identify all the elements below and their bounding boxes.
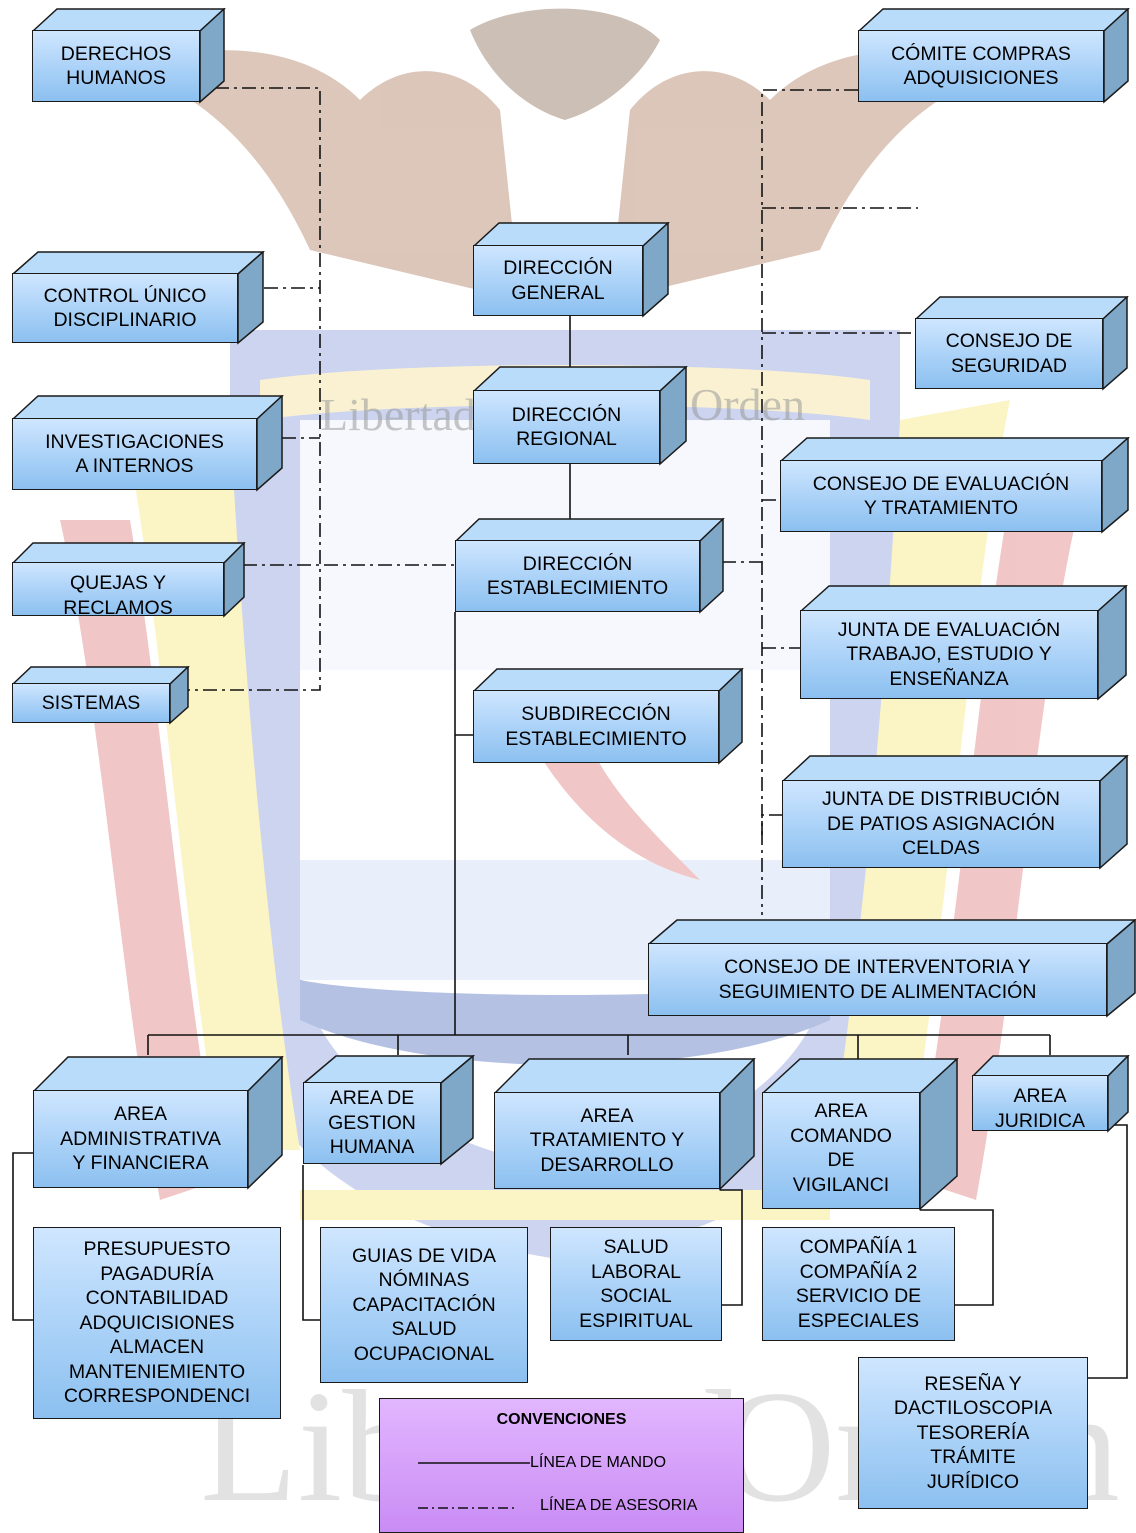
box-direccion-regional: DIRECCIÓN REGIONAL [473,390,660,464]
line-trat-sub [720,1189,743,1306]
box-sub-administrativa-label: PRESUPUESTO PAGADURÍA CONTABILIDAD ADQUI… [63,1238,251,1408]
line-juridica-sub [1088,1124,1128,1379]
box-area-administrativa-label: AREA ADMINISTRATIVA Y FINANCIERA [60,1103,221,1175]
box-sub-gestion: GUIAS DE VIDA NÓMINAS CAPACITACIÓN SALUD… [320,1227,528,1383]
box-sub-tratamiento: SALUD LABORAL SOCIAL ESPIRITUAL [550,1227,722,1341]
box-area-juridica: AREA JURIDICA [972,1075,1108,1131]
box-sub-administrativa: PRESUPUESTO PAGADURÍA CONTABILIDAD ADQUI… [33,1227,281,1419]
box-area-gestion-humana-label: AREA DE GESTION HUMANA [328,1087,416,1159]
box-direccion-establecimiento: DIRECCIÓN ESTABLECIMIENTO [455,540,700,612]
box-subdireccion-label: SUBDIRECCIÓN ESTABLECIMIENTO [505,703,687,750]
box-investigaciones: INVESTIGACIONES A INTERNOS [12,418,257,490]
box-comite-compras: CÓMITE COMPRAS ADQUISICIONES [858,30,1104,102]
box-area-tratamiento: AREA TRATAMIENTO Y DESARROLLO [494,1092,720,1189]
box-direccion-establecimiento-label: DIRECCIÓN ESTABLECIMIENTO [486,552,669,600]
box-quejas-reclamos-depth [12,542,246,618]
box-sub-comando: COMPAÑÍA 1 COMPAÑÍA 2 SERVICIO DE ESPECI… [762,1227,955,1341]
box-sub-tratamiento-label: SALUD LABORAL SOCIAL ESPIRITUAL [579,1236,693,1332]
line-advisory-right [761,89,858,915]
box-direccion-general-label: DIRECCIÓN GENERAL [503,257,613,304]
ribbon-text-left: Libertad [320,389,476,440]
line-advisory-left [188,87,321,691]
box-control-unico-label: CONTROL ÚNICO DISCIPLINARIO [43,284,207,332]
box-investigaciones-depth [12,395,284,492]
box-investigaciones-label: INVESTIGACIONES A INTERNOS [45,430,224,478]
legend-panel: CONVENCIONES LÍNEA DE MANDO LÍNEA DE ASE… [379,1398,744,1533]
box-junta-evaluacion: JUNTA DE EVALUACIÓN TRABAJO, ESTUDIO Y E… [800,610,1098,699]
ribbon-text-right: Orden [690,379,805,430]
line-gestion-sub [302,1165,320,1321]
box-area-comando-depth [762,1058,959,1211]
box-quejas-reclamos-label: QUEJAS Y RECLAMOS [63,572,173,616]
legend-line-samples [418,1462,530,1509]
box-consejo-interventoria-label: CONSEJO DE INTERVENTORIA Y SEGUIMIENTO D… [718,956,1037,1003]
box-consejo-evaluacion: CONSEJO DE EVALUACIÓN Y TRATAMIENTO [780,460,1102,532]
box-control-unico: CONTROL ÚNICO DISCIPLINARIO [12,273,238,343]
box-derechos-humanos-label: DERECHOS HUMANOS [60,42,172,90]
box-junta-distribucion: JUNTA DE DISTRIBUCIÓN DE PATIOS ASIGNACI… [782,780,1100,868]
box-area-tratamiento-label: AREA TRATAMIENTO Y DESARROLLO [529,1104,685,1176]
line-comando-sub [920,1209,994,1306]
box-derechos-humanos: DERECHOS HUMANOS [32,30,200,102]
box-area-comando-label: AREA COMANDO DE VIGILANCI [790,1100,892,1196]
box-direccion-establecimiento-depth [455,518,725,614]
box-comite-compras-depth [858,8,1130,104]
box-consejo-interventoria: CONSEJO DE INTERVENTORIA Y SEGUIMIENTO D… [648,943,1107,1016]
box-sistemas-label: SISTEMAS [41,691,141,714]
box-consejo-evaluacion-label: CONSEJO DE EVALUACIÓN Y TRATAMIENTO [812,472,1070,520]
box-comite-compras-label: CÓMITE COMPRAS ADQUISICIONES [891,42,1071,90]
box-area-juridica-label: AREA JURIDICA [995,1085,1085,1131]
box-sub-comando-label: COMPAÑÍA 1 COMPAÑÍA 2 SERVICIO DE ESPECI… [795,1236,922,1332]
box-area-administrativa-depth [33,1056,284,1190]
box-direccion-regional-depth [473,366,688,466]
box-sistemas-depth [12,666,190,725]
legend-mando-label: LÍNEA DE MANDO [530,1454,667,1471]
box-subdireccion-depth [473,668,744,765]
box-junta-distribucion-depth [782,755,1129,870]
box-subdireccion: SUBDIRECCIÓN ESTABLECIMIENTO [473,690,719,763]
box-direccion-general: DIRECCIÓN GENERAL [473,245,643,316]
box-junta-evaluacion-label: JUNTA DE EVALUACIÓN TRABAJO, ESTUDIO Y E… [837,618,1061,690]
box-junta-distribucion-label: JUNTA DE DISTRIBUCIÓN DE PATIOS ASIGNACI… [822,788,1060,860]
box-consejo-evaluacion-depth [780,437,1130,534]
legend-title: CONVENCIONES [496,1411,627,1428]
box-direccion-regional-label: DIRECCIÓN REGIONAL [511,403,622,451]
box-sistemas: SISTEMAS [12,683,170,723]
box-area-gestion-humana: AREA DE GESTION HUMANA [303,1082,441,1164]
box-sub-gestion-label: GUIAS DE VIDA NÓMINAS CAPACITACIÓN SALUD… [351,1244,497,1365]
box-area-administrativa: AREA ADMINISTRATIVA Y FINANCIERA [33,1090,248,1188]
line-admin-sub [12,1152,33,1321]
box-consejo-seguridad-label: CONSEJO DE SEGURIDAD [945,330,1073,377]
legend-asesoria-label: LÍNEA DE ASESORIA [540,1497,698,1514]
box-area-comando: AREA COMANDO DE VIGILANCI [762,1092,920,1209]
box-area-gestion-humana-depth [303,1055,476,1166]
box-area-tratamiento-depth [494,1058,756,1191]
box-sub-juridica: RESEÑA Y DACTILOSCOPIA TESORERÍA TRÁMITE… [858,1357,1088,1509]
box-quejas-reclamos: QUEJAS Y RECLAMOS [12,562,224,616]
box-consejo-seguridad: CONSEJO DE SEGURIDAD [915,318,1103,389]
box-consejo-interventoria-depth [648,919,1136,1018]
box-sub-juridica-label: RESEÑA Y DACTILOSCOPIA TESORERÍA TRÁMITE… [893,1372,1053,1493]
